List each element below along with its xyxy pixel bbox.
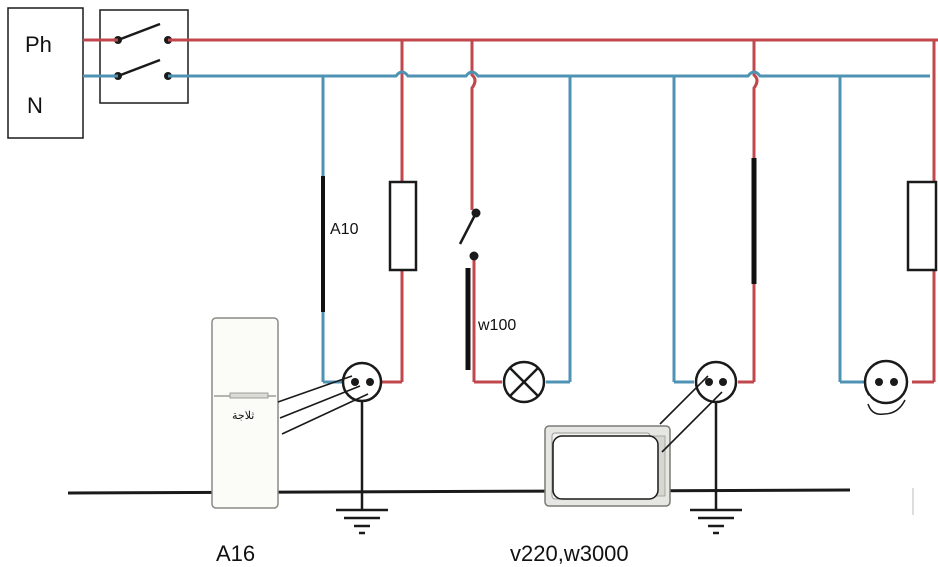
fuse-1 (388, 180, 418, 272)
neutral-wires (83, 70, 930, 384)
fridge: ثلاجة (211, 317, 369, 509)
fridge-tag: ثلاجة (232, 410, 254, 422)
fuse-2 (906, 180, 938, 272)
neutral-label: N (27, 93, 43, 118)
lamp-power-label: w100 (477, 317, 516, 334)
branch-3-blank-device (688, 158, 768, 284)
lamp (502, 360, 546, 404)
socket-3 (862, 359, 909, 416)
supply-box: Ph N (7, 7, 84, 139)
fridge-current-label: A16 (216, 541, 255, 566)
floor-line (67, 482, 938, 512)
ground-symbol-2 (690, 508, 742, 535)
lamp-switch (458, 208, 481, 261)
socket-2 (694, 360, 738, 510)
breaker-a10: A10 (319, 176, 359, 312)
oven (544, 375, 723, 507)
breaker-label: A10 (330, 221, 359, 238)
main-switch (99, 9, 189, 104)
socket-1 (341, 361, 383, 510)
oven-rating-label: v220,w3000 (510, 541, 629, 566)
phase-label: Ph (25, 32, 52, 57)
lamp-power-bar: w100 (465, 268, 516, 370)
phase-wires (83, 38, 938, 384)
ground-symbol-1 (336, 508, 388, 535)
